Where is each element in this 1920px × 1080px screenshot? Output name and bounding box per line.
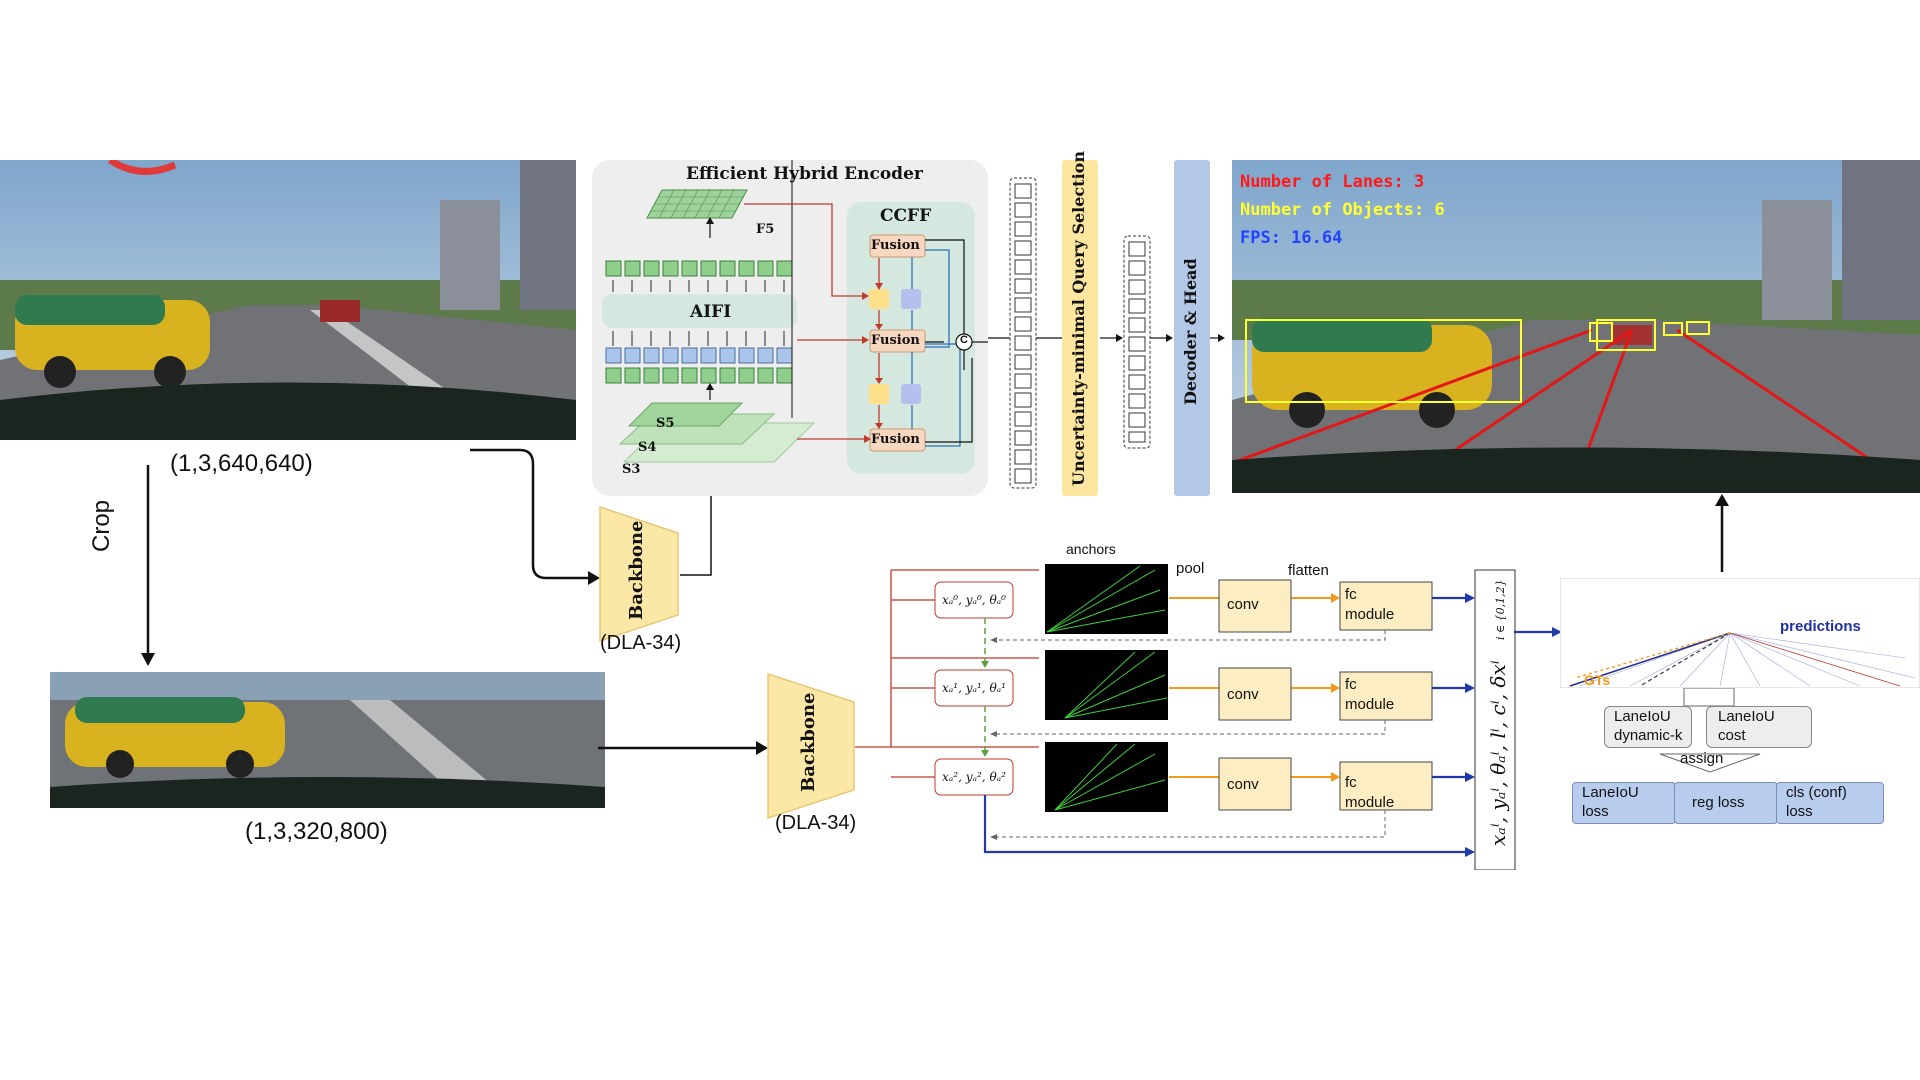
input-image-cropped [50,672,605,808]
backbone-top-label: Backbone [626,520,647,620]
anchor-param-1: xₐ¹, yₐ¹, θₐ¹ [942,681,1006,695]
backbone-bottom [767,672,855,820]
backbone-bottom-sub: (DLA-34) [775,812,857,834]
ccff-label: CCFF [880,206,932,226]
crop-arrow [141,465,155,666]
aifi-label: AIFI [690,302,732,322]
decoder-head-label: Decoder & Head [1181,258,1200,405]
cls-loss-box [1776,782,1884,824]
f5-label: F5 [756,222,775,237]
decoder-head-box [1174,160,1210,496]
laneiou-dynamic-box [1604,706,1692,748]
arrow-to-output [1715,494,1729,572]
arrow-vector-to-loss [1514,627,1562,637]
reg-loss-label: reg loss [1692,794,1745,811]
fusion-label-2: Fusion [871,333,920,348]
predictions-plot [1560,578,1920,688]
objects-count: Number of Objects: 6 [1240,200,1445,220]
fc-label-2-b: module [1345,794,1395,811]
laneiou-cost-l2: cost [1718,727,1746,744]
arrow-top-image-to-backbone [470,448,600,585]
fc-label-0-a: fc [1345,586,1357,603]
query-tokens-and-flow [988,177,1225,489]
laneiou-cost-box [1706,706,1812,748]
fusion-label-1: Fusion [871,238,920,253]
pool-label: pool [1176,560,1205,577]
fps-readout: FPS: 16.64 [1240,228,1343,248]
image-bottom-dims: (1,3,320,800) [245,818,388,845]
lane-head-diagram [855,564,1516,870]
laneiou-cost-l1: LaneIoU [1718,708,1775,725]
input-image-640 [0,160,576,440]
laneiou-dynamic-l2: dynamic-k [1614,727,1683,744]
fc-label-0-b: module [1345,606,1395,623]
laneiou-dynamic-l1: LaneIoU [1614,708,1671,725]
fc-label-1-b: module [1345,696,1395,713]
conv-label-2: conv [1227,776,1259,793]
laneiou-loss-l1: LaneIoU [1582,784,1639,801]
image-top-dims: (1,3,640,640) [170,450,313,477]
flatten-label: flatten [1288,562,1329,579]
laneiou-loss-box [1572,782,1676,824]
encoder-title: Efficient Hybrid Encoder [686,164,923,184]
fc-label-1-a: fc [1345,676,1357,693]
assign-connectors [1659,688,1761,773]
backbone-bottom-label: Backbone [798,692,819,792]
output-detection-image [1232,160,1920,493]
crop-label: Crop [88,499,115,552]
concat-symbol: C [960,334,968,346]
encoder-internals [602,160,988,474]
predictions-label: predictions [1780,618,1861,635]
query-selection-box [1062,160,1098,496]
anchors-label: anchors [1066,541,1116,557]
laneiou-loss-l2: loss [1582,803,1609,820]
arrow-crop-to-backbone [598,741,768,755]
fusion-label-3: Fusion [871,432,920,447]
lanes-count: Number of Lanes: 3 [1240,172,1425,192]
s4-label: S4 [638,440,657,455]
gts-label: GTs [1584,672,1611,688]
anchor-param-0: xₐ⁰, yₐ⁰, θₐ⁰ [942,593,1006,607]
s3-label: S3 [622,462,641,477]
backbone-top [599,505,679,643]
assign-label: assign [1680,750,1724,767]
backbone-top-sub: (DLA-34) [600,632,682,654]
output-vector-label: xₐⁱ, yₐⁱ, θₐⁱ, lⁱ, cⁱ, δxⁱ [1486,660,1510,846]
conv-label-1: conv [1227,686,1259,703]
cls-loss-l1: cls (conf) [1786,784,1847,801]
query-selection-label: Uncertainty-minimal Query Selection [1069,151,1088,486]
cls-loss-l2: loss [1786,803,1813,820]
conv-label-0: conv [1227,596,1259,613]
index-set-label: i ∈ {0,1,2} [1494,579,1507,640]
fc-label-2-a: fc [1345,774,1357,791]
s5-label: S5 [656,416,675,431]
anchor-param-2: xₐ², yₐ², θₐ² [942,770,1006,784]
